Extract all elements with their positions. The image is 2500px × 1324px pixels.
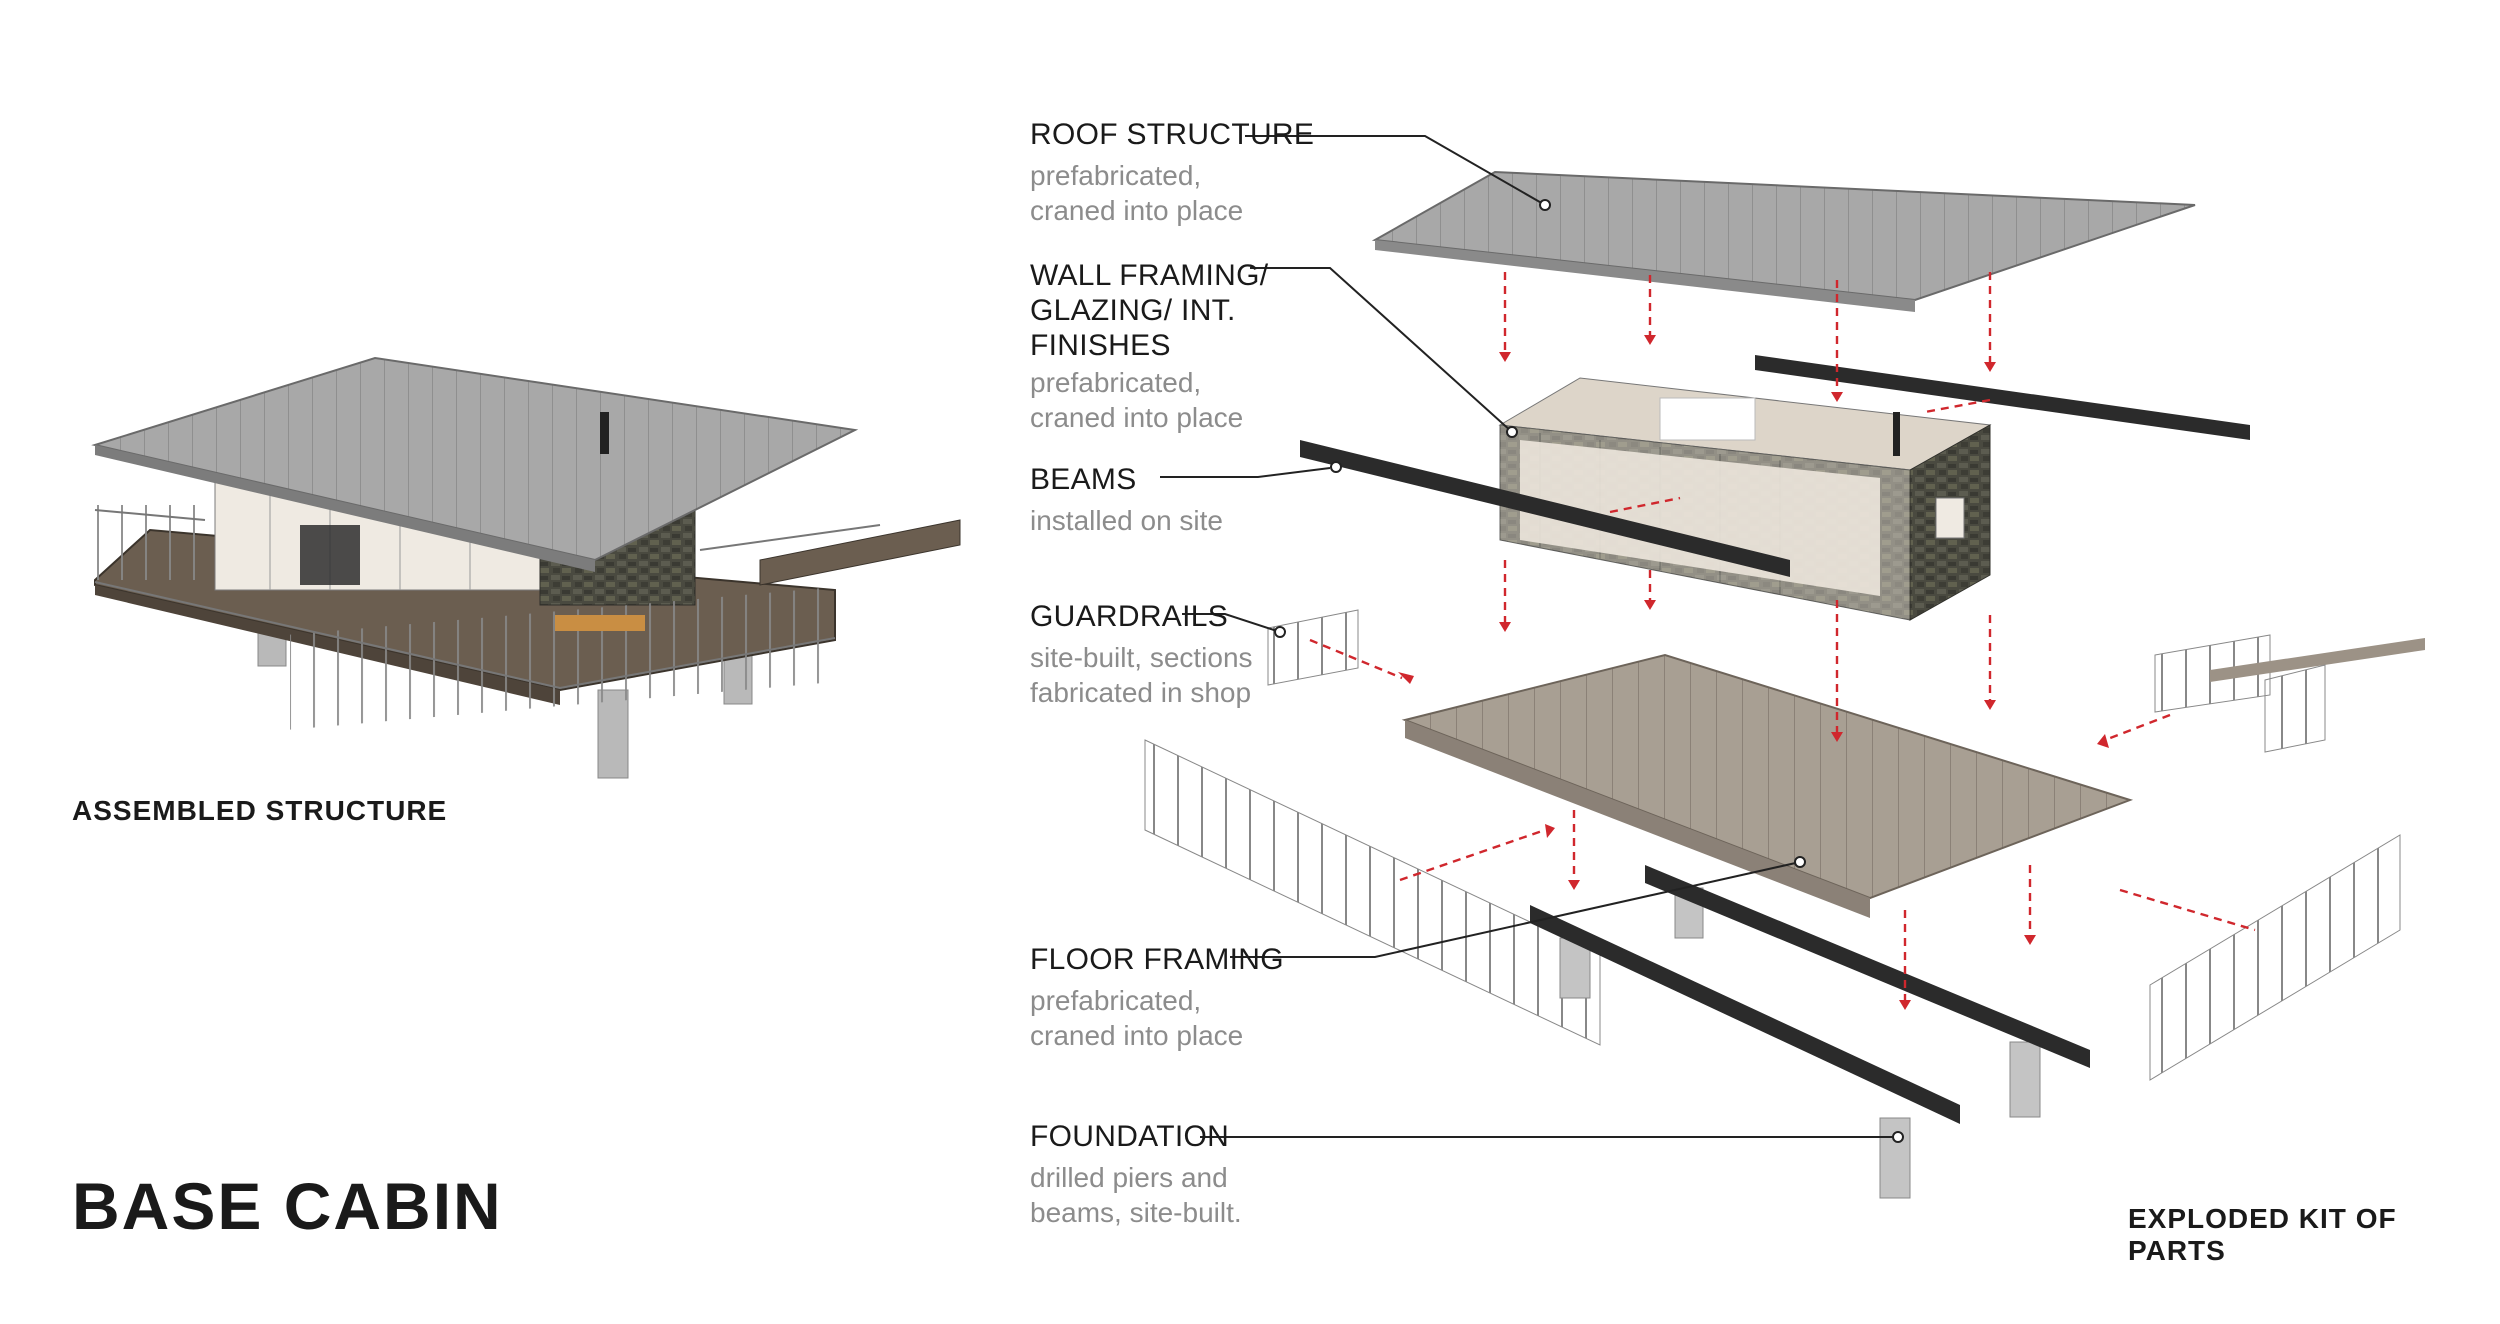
label-title: BEAMS [1030,465,1223,495]
label-roof-structure: ROOF STRUCTURE prefabricated, craned int… [1030,120,1314,228]
label-title: FOUNDATION [1030,1122,1242,1152]
label-wall-framing: WALL FRAMING/ GLAZING/ INT. FINISHES pre… [1030,258,1268,435]
label-detail: fabricated in shop [1030,675,1253,710]
label-title: FLOOR FRAMING [1030,945,1284,975]
label-title: GLAZING/ INT. [1030,293,1268,328]
assembled-guardrail [95,505,205,580]
pier [598,690,628,778]
label-detail: craned into place [1030,193,1314,228]
lounge-chair [300,525,360,585]
label-detail: beams, site-built. [1030,1195,1242,1230]
chimney-flue [600,412,609,454]
walkway [760,520,960,585]
label-detail: drilled piers and [1030,1160,1242,1195]
caption-exploded: EXPLODED KIT OF PARTS [2128,1203,2500,1267]
patio-table [555,615,645,631]
label-title: GUARDRAILS [1030,602,1253,632]
exploded-floor [1405,655,2130,918]
assembled-roof [95,358,855,560]
label-detail: site-built, sections [1030,640,1253,675]
page-title: BASE CABIN [72,1168,503,1244]
label-floor-framing: FLOOR FRAMING prefabricated, craned into… [1030,945,1284,1053]
exploded-wall-module [1500,378,1990,620]
label-title: WALL FRAMING/ [1030,258,1268,293]
label-detail: prefabricated, [1030,983,1284,1018]
caption-assembled: ASSEMBLED STRUCTURE [72,795,447,827]
label-beams: BEAMS installed on site [1030,465,1223,538]
assembled-cabin [95,358,960,778]
label-detail: installed on site [1030,503,1223,538]
exploded-roof [1375,172,2195,312]
exploded-foundation [1530,865,2090,1198]
label-detail: prefabricated, [1030,365,1268,400]
label-detail: craned into place [1030,400,1268,435]
label-title: FINISHES [1030,328,1268,363]
label-title: ROOF STRUCTURE [1030,120,1314,150]
label-foundation: FOUNDATION drilled piers and beams, site… [1030,1122,1242,1230]
label-guardrails: GUARDRAILS site-built, sections fabricat… [1030,602,1253,710]
label-detail: prefabricated, [1030,158,1314,193]
label-detail: craned into place [1030,1018,1284,1053]
